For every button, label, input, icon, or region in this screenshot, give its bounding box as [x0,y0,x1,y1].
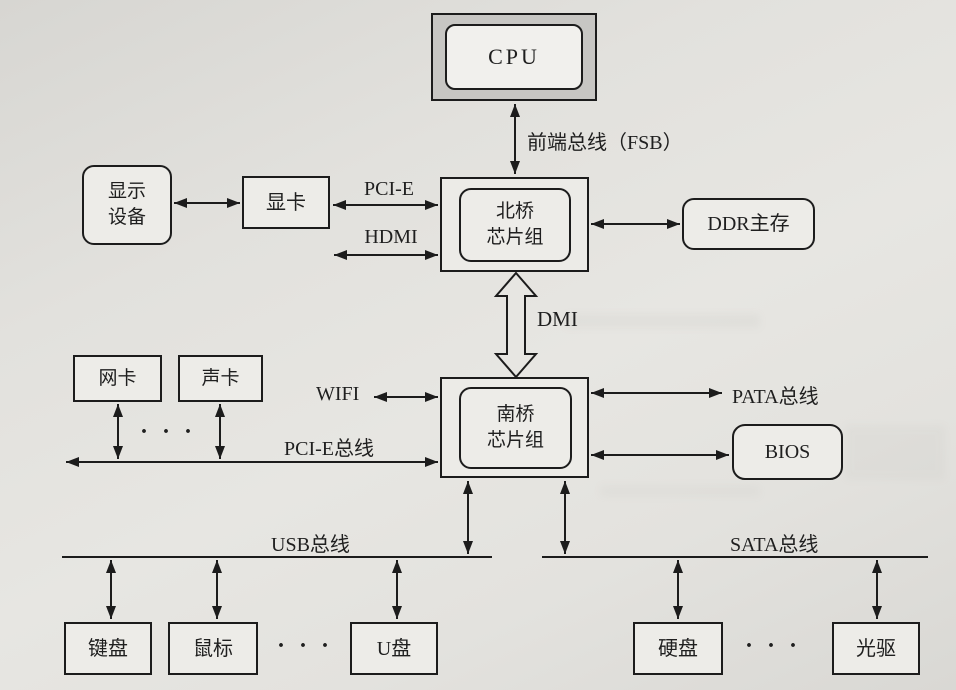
hard-disk-label: 硬盘 [658,637,698,660]
pcie-devices-ellipsis: · · · [140,419,197,445]
hard-disk-node: 硬盘 [633,622,723,675]
mouse-label: 鼠标 [193,637,233,660]
mouse-node: 鼠标 [168,622,258,675]
display-device-label-line1: 显示 [107,181,146,202]
graphics-card-label: 显卡 [266,191,306,214]
sound-card-label: 声卡 [201,367,240,389]
ddr-memory-label: DDR主存 [707,213,790,235]
north-bridge-node: 北桥 芯片组 [459,188,571,262]
south-bridge-label-line2: 芯片组 [486,430,544,451]
graphics-card-node: 显卡 [242,176,330,229]
dmi-link-label: DMI [537,307,578,331]
dmi-hollow-arrow [493,271,539,379]
wifi-link-label: WIFI [316,383,360,405]
ddr-memory-node: DDR主存 [682,198,815,250]
optical-drive-node: 光驱 [832,622,920,675]
bios-label: BIOS [764,441,811,463]
usb-drive-label: U盘 [376,637,412,660]
network-card-label: 网卡 [98,367,137,389]
cpu-label: CPU [488,44,540,69]
display-device-node: 显示 设备 [82,165,172,245]
pcie-link-label: PCI-E [364,178,414,200]
usb-devices-ellipsis: · · · [277,633,334,659]
pcie-bus-label: PCI-E总线 [284,438,374,460]
south-bridge-label-line1: 南桥 [496,404,535,425]
bios-node: BIOS [732,424,843,480]
usb-drive-node: U盘 [350,622,438,675]
network-card-node: 网卡 [73,355,162,402]
keyboard-label: 键盘 [88,637,128,660]
hdmi-link-label: HDMI [364,226,418,248]
pata-bus-label: PATA总线 [732,386,819,408]
sata-bus-label: SATA总线 [730,534,819,556]
optical-drive-label: 光驱 [856,637,896,660]
display-device-label-line2: 设备 [107,207,146,228]
north-bridge-label-line1: 北桥 [495,201,534,222]
fsb-bus-label: 前端总线（FSB） [527,132,683,154]
north-bridge-label-line2: 芯片组 [486,227,544,248]
cpu-node: CPU [445,24,583,90]
sata-devices-ellipsis: · · · [745,633,802,659]
sound-card-node: 声卡 [178,355,263,402]
usb-bus-label: USB总线 [271,534,350,556]
south-bridge-node: 南桥 芯片组 [459,387,572,469]
keyboard-node: 键盘 [64,622,152,675]
